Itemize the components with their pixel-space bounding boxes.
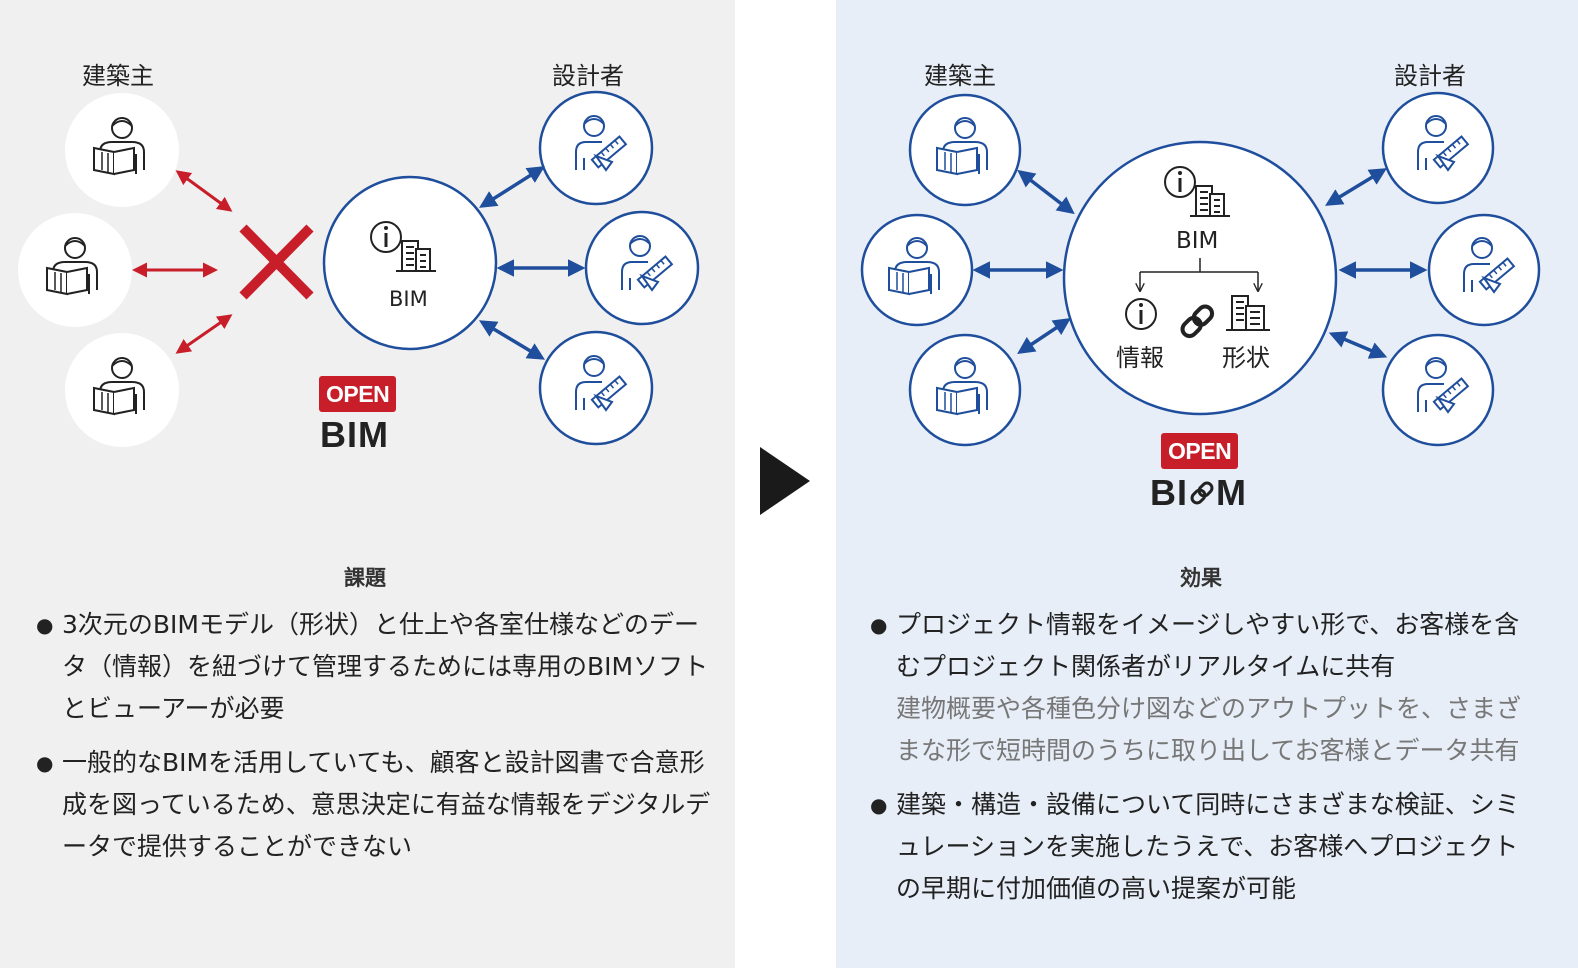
share-arrow	[479, 166, 545, 208]
share-arrow	[1325, 168, 1387, 206]
info-label: 情報	[1116, 344, 1164, 372]
left-panel: 建築主 設計者 BIM OPEN BIM 課題 3次元のBIMモデル（形状）と仕…	[0, 0, 735, 968]
open-badge: OPEN	[319, 376, 397, 412]
section-title-issues: 課題	[344, 566, 386, 590]
owner-label: 建築主	[924, 62, 996, 90]
bim-hub-circle	[1062, 140, 1338, 416]
next-arrow-icon	[760, 447, 810, 515]
blocked-arrow	[175, 170, 233, 212]
owner-label: 建築主	[82, 62, 154, 90]
share-arrow	[1017, 169, 1075, 215]
share-arrow	[478, 320, 546, 360]
right-diagram	[860, 91, 1541, 447]
issues-list: 3次元のBIMモデル（形状）と仕上や各室仕様などのデータ（情報）を紐づけて管理す…	[36, 604, 712, 880]
section-title-effects: 効果	[1180, 566, 1222, 590]
share-arrow	[1017, 318, 1071, 354]
designer-label: 設計者	[552, 62, 624, 90]
building-icon	[1226, 295, 1270, 331]
left-diagram	[18, 90, 700, 447]
bim-label: BIM	[1176, 228, 1219, 254]
list-item: 一般的なBIMを活用していても、顧客と設計図書で合意形成を図っているため、意思決…	[36, 742, 712, 868]
list-item-main: プロジェクト情報をイメージしやすい形で、お客様を含むプロジェクト関係者がリアルタ…	[896, 610, 1520, 681]
cross-icon	[239, 224, 314, 300]
designer-circle	[1427, 213, 1541, 327]
openbim-link-logo: BI M	[1150, 472, 1247, 514]
list-item: 3次元のBIMモデル（形状）と仕上や各室仕様などのデータ（情報）を紐づけて管理す…	[36, 604, 712, 730]
designer-circle	[1381, 333, 1495, 447]
list-item: プロジェクト情報をイメージしやすい形で、お客様を含むプロジェクト関係者がリアルタ…	[870, 604, 1542, 772]
right-panel: 建築主 設計者 BIM 情報 形状 OPEN BIM 効果 プロジェクト情報をイ…	[836, 0, 1578, 968]
list-item: 建築・構造・設備について同時にさまざまな検証、シミュレーションを実施したうえで、…	[870, 784, 1542, 910]
share-arrow	[1328, 331, 1388, 359]
designer-circle	[584, 210, 700, 326]
effects-list: プロジェクト情報をイメージしやすい形で、お客様を含むプロジェクト関係者がリアルタ…	[870, 604, 1542, 922]
bim-label: BIM	[389, 287, 428, 311]
logo-right: M	[1216, 472, 1247, 513]
blocked-arrow	[175, 314, 233, 354]
list-item-main: 建築・構造・設備について同時にさまざまな検証、シミュレーションを実施したうえで、…	[896, 790, 1520, 903]
shape-label: 形状	[1222, 344, 1270, 372]
designer-circle	[538, 330, 654, 446]
logo-left: BI	[1150, 472, 1188, 513]
link-icon	[1180, 304, 1215, 339]
list-item-sub: 建物概要や各種色分け図などのアウトプットを、さまざまな形で短時間のうちに取り出し…	[896, 694, 1522, 765]
open-badge: OPEN	[1161, 433, 1239, 469]
designer-label: 設計者	[1394, 62, 1466, 90]
designer-circle	[538, 90, 654, 206]
designer-circle	[1381, 91, 1495, 205]
info-icon	[1125, 298, 1157, 330]
openbim-logo: BIM	[320, 414, 389, 455]
link-icon	[1190, 481, 1214, 505]
